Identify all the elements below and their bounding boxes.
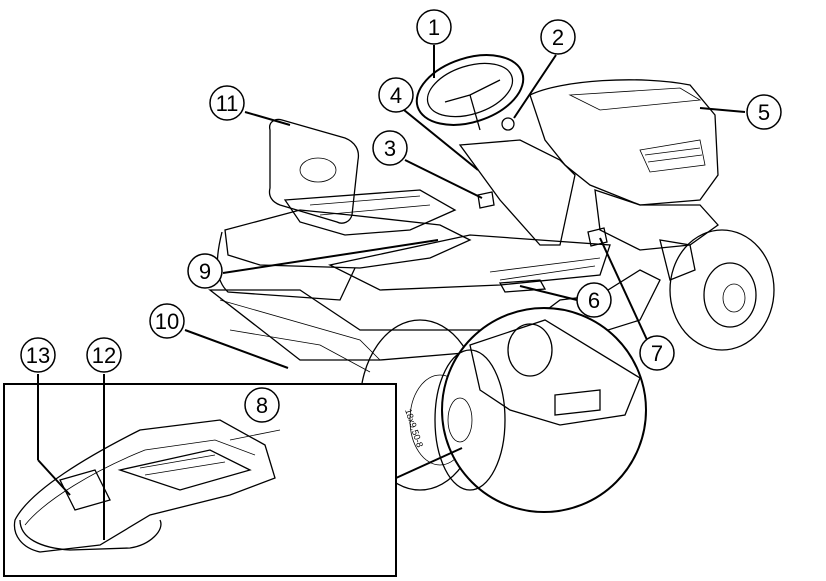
callout-13: 13 xyxy=(20,337,56,373)
callout-8: 8 xyxy=(244,387,280,423)
callout-7-label: 7 xyxy=(651,341,663,366)
callout-4: 4 xyxy=(378,77,414,113)
seat xyxy=(268,118,457,236)
hood xyxy=(529,79,719,251)
detail-magnifier-circle xyxy=(434,307,647,513)
callout-12-label: 12 xyxy=(92,343,116,368)
callout-9-label: 9 xyxy=(199,259,211,284)
callout-6-label: 6 xyxy=(588,288,600,313)
callout-1: 1 xyxy=(416,9,452,45)
callout-3-label: 3 xyxy=(384,136,396,161)
callout-11-label: 11 xyxy=(216,91,239,116)
callout-5-label: 5 xyxy=(758,100,770,125)
callout-1-label: 1 xyxy=(428,15,440,40)
callout-4-label: 4 xyxy=(390,83,402,108)
callout-11: 11 xyxy=(209,85,245,121)
tire-size-label: 18x9.50-8 xyxy=(403,408,425,449)
callout-3: 3 xyxy=(372,130,408,166)
callout-8-label: 8 xyxy=(256,393,268,418)
callout-2-label: 2 xyxy=(552,25,564,50)
callout-2: 2 xyxy=(540,19,576,55)
callout-6: 6 xyxy=(576,282,612,318)
callout-10: 10 xyxy=(149,303,185,339)
mower-deck-inset xyxy=(3,383,463,577)
callout-5: 5 xyxy=(746,94,782,130)
front-wheel xyxy=(659,229,775,351)
callout-12: 12 xyxy=(86,337,122,373)
callout-13-label: 13 xyxy=(26,343,50,368)
callout-10-label: 10 xyxy=(155,309,179,334)
callout-9: 9 xyxy=(187,253,223,289)
callout-7: 7 xyxy=(639,335,675,371)
tractor-illustration: 18x9.50-8 xyxy=(208,54,775,491)
leader-lines xyxy=(37,45,746,540)
steering-wheel xyxy=(415,54,525,131)
